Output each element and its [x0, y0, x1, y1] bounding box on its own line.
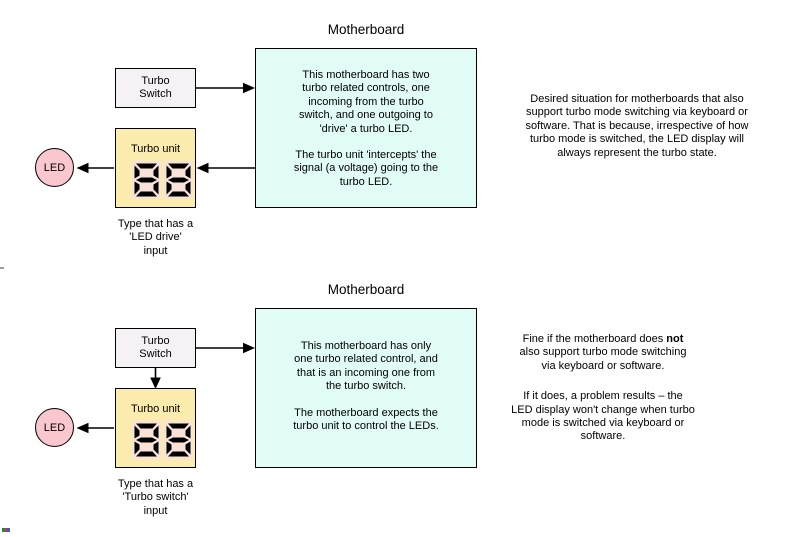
turbo-unit-label: Turbo unit: [130, 403, 181, 415]
section-turbo-switch-type: Motherboard This motherboard has only on…: [0, 260, 790, 537]
scan-artifact-left-edge: [0, 267, 4, 269]
motherboard-title: Motherboard: [327, 22, 405, 37]
side-note-paragraph: If it does, a problem results – the LED …: [511, 390, 695, 443]
scan-artifact-bottom-left: [2, 528, 10, 532]
seven-segment-digit: [132, 421, 161, 459]
seven-segment-digit: [164, 161, 193, 199]
unit-type-caption: Type that has a 'LED drive' input: [117, 218, 194, 257]
seven-segment-digit: [164, 421, 193, 459]
section-led-drive-type: Motherboard This motherboard has two tur…: [0, 0, 790, 260]
side-note-bold-word: not: [666, 333, 684, 345]
led-label: LED: [43, 421, 66, 434]
seven-segment-display: [132, 161, 193, 199]
turbo-switch-box: Turbo Switch: [115, 328, 196, 368]
unit-type-caption: Type that has a 'Turbo switch' input: [117, 478, 194, 517]
side-note-paragraph: Fine if the motherboard does not also su…: [468, 333, 738, 373]
turbo-unit-box: Turbo unit: [115, 128, 196, 208]
turbo-switch-label: Turbo Switch: [139, 74, 172, 100]
board-paragraph: This motherboard has two turbo related c…: [299, 69, 433, 135]
seven-segment-display: [132, 421, 193, 459]
side-note-top: Desired situation for motherboards that …: [525, 93, 749, 159]
motherboard-box: This motherboard has only one turbo rela…: [255, 308, 477, 468]
turbo-switch-box: Turbo Switch: [115, 68, 196, 108]
motherboard-box: This motherboard has two turbo related c…: [255, 48, 477, 208]
side-note-bottom: Fine if the motherboard does not also su…: [468, 333, 738, 444]
side-note-text: Fine if the motherboard does: [522, 333, 667, 345]
board-paragraph: The turbo unit 'intercepts' the signal (…: [293, 149, 439, 188]
turbo-switch-label: Turbo Switch: [139, 334, 172, 360]
motherboard-title: Motherboard: [327, 282, 405, 297]
board-paragraph: The motherboard expects the turbo unit t…: [293, 406, 439, 433]
led-label: LED: [43, 161, 66, 174]
led-circle: LED: [35, 148, 74, 187]
turbo-unit-label: Turbo unit: [130, 143, 181, 155]
side-note-text: also support turbo mode switching via ke…: [519, 346, 687, 372]
turbo-unit-box: Turbo unit: [115, 388, 196, 468]
led-circle: LED: [35, 408, 74, 447]
board-paragraph: This motherboard has only one turbo rela…: [294, 340, 438, 393]
seven-segment-digit: [132, 161, 161, 199]
